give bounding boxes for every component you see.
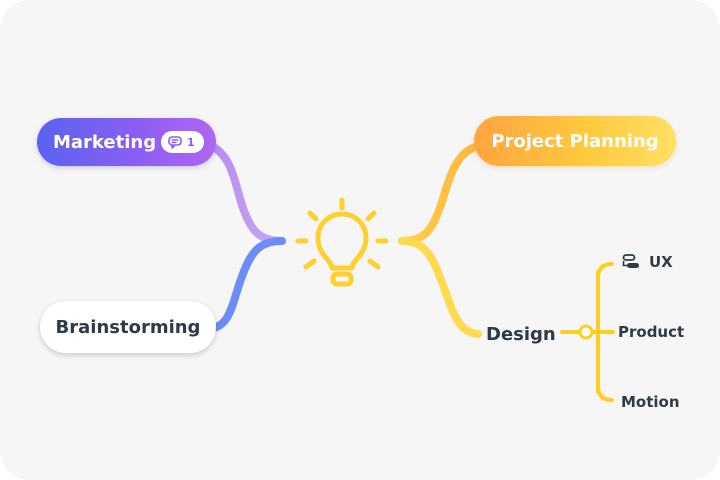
subtopic-ux[interactable]: UX [622, 253, 673, 271]
topic-brainstorming[interactable]: Brainstorming [40, 301, 216, 353]
subtopic-motion[interactable]: Motion [621, 393, 680, 411]
subtopic-ux-label: UX [649, 253, 673, 271]
subtopic-product[interactable]: Product [618, 323, 684, 341]
topic-design-label: Design [486, 323, 556, 345]
design-collapse-toggle[interactable] [578, 324, 594, 340]
topic-brainstorming-label: Brainstorming [55, 316, 201, 338]
topic-project-planning[interactable]: Project Planning [474, 116, 676, 166]
comment-icon [168, 135, 182, 149]
comment-badge[interactable]: 1 [161, 131, 204, 153]
connector-design [398, 237, 482, 338]
connector-marketing [206, 141, 286, 245]
subtopic-motion-label: Motion [621, 393, 680, 411]
comment-count: 1 [187, 135, 195, 149]
topic-marketing[interactable]: Marketing 1 [37, 118, 216, 166]
task-list-icon [622, 254, 639, 268]
connector-project-planning [398, 142, 482, 245]
connector-brainstorming [206, 237, 286, 333]
subtopic-product-label: Product [618, 323, 685, 341]
topic-marketing-label: Marketing [53, 131, 157, 153]
lightbulb-icon [295, 197, 389, 287]
topic-project-planning-label: Project Planning [491, 130, 659, 152]
topic-design[interactable]: Design [486, 320, 556, 348]
